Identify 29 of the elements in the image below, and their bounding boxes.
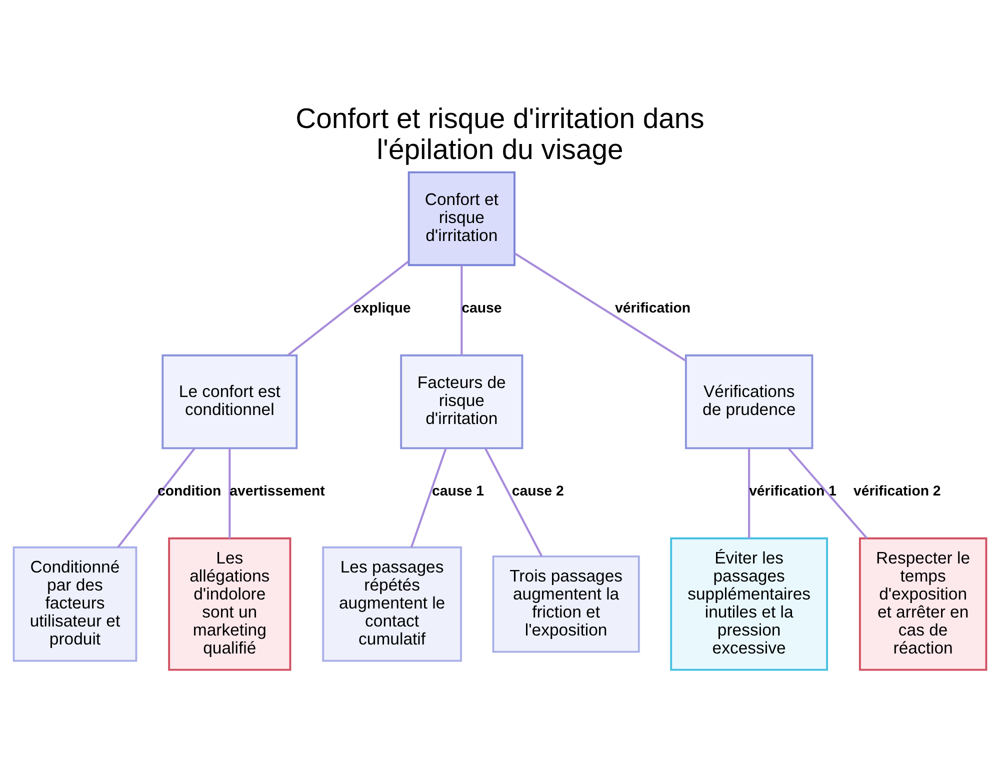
node-box: Facteurs de risque d'irritation [400, 354, 524, 450]
edge-label: vérification [615, 300, 691, 317]
node-box: Conditionné par des facteurs utilisateur et produit [12, 546, 138, 662]
connector [484, 448, 543, 557]
connector [460, 266, 463, 355]
node-box: Les passages répétés augmentent le contact cumulatif [322, 546, 462, 662]
edge-label: cause 1 [432, 484, 484, 500]
connector [748, 448, 750, 538]
connector [514, 252, 686, 362]
node-box: Trois passages augmentent la friction et l'exposition [492, 555, 640, 653]
edge-label: vérification 1 [749, 484, 836, 500]
edge-label: cause [462, 300, 502, 317]
node-box: Respecter le temps d'exposition et arrêter en cas de réaction [858, 537, 988, 671]
edge-label: condition [157, 484, 222, 500]
diagram-title: Confort et risque d'irritation dans l'épilation du visage [296, 102, 704, 166]
node-box: Le confort est conditionnel [162, 354, 298, 450]
edge-label: explique [353, 300, 411, 317]
connector [117, 448, 196, 548]
connector [228, 448, 231, 538]
node-box: Les allégations d'indolore sont un marketing qualifié [168, 537, 292, 671]
node-box: Éviter les passages supplémentaires inutiles et la pression excessive [670, 537, 828, 671]
edge-label: vérification 2 [853, 484, 941, 500]
connector [410, 448, 447, 548]
node-box: Confort et risque d'irritation [408, 171, 516, 266]
node-box: Vérifications de prudence [684, 354, 814, 450]
connector [287, 260, 410, 356]
connector [788, 448, 868, 540]
edge-label: cause 2 [512, 484, 564, 500]
edge-label: avertissement [230, 484, 325, 500]
